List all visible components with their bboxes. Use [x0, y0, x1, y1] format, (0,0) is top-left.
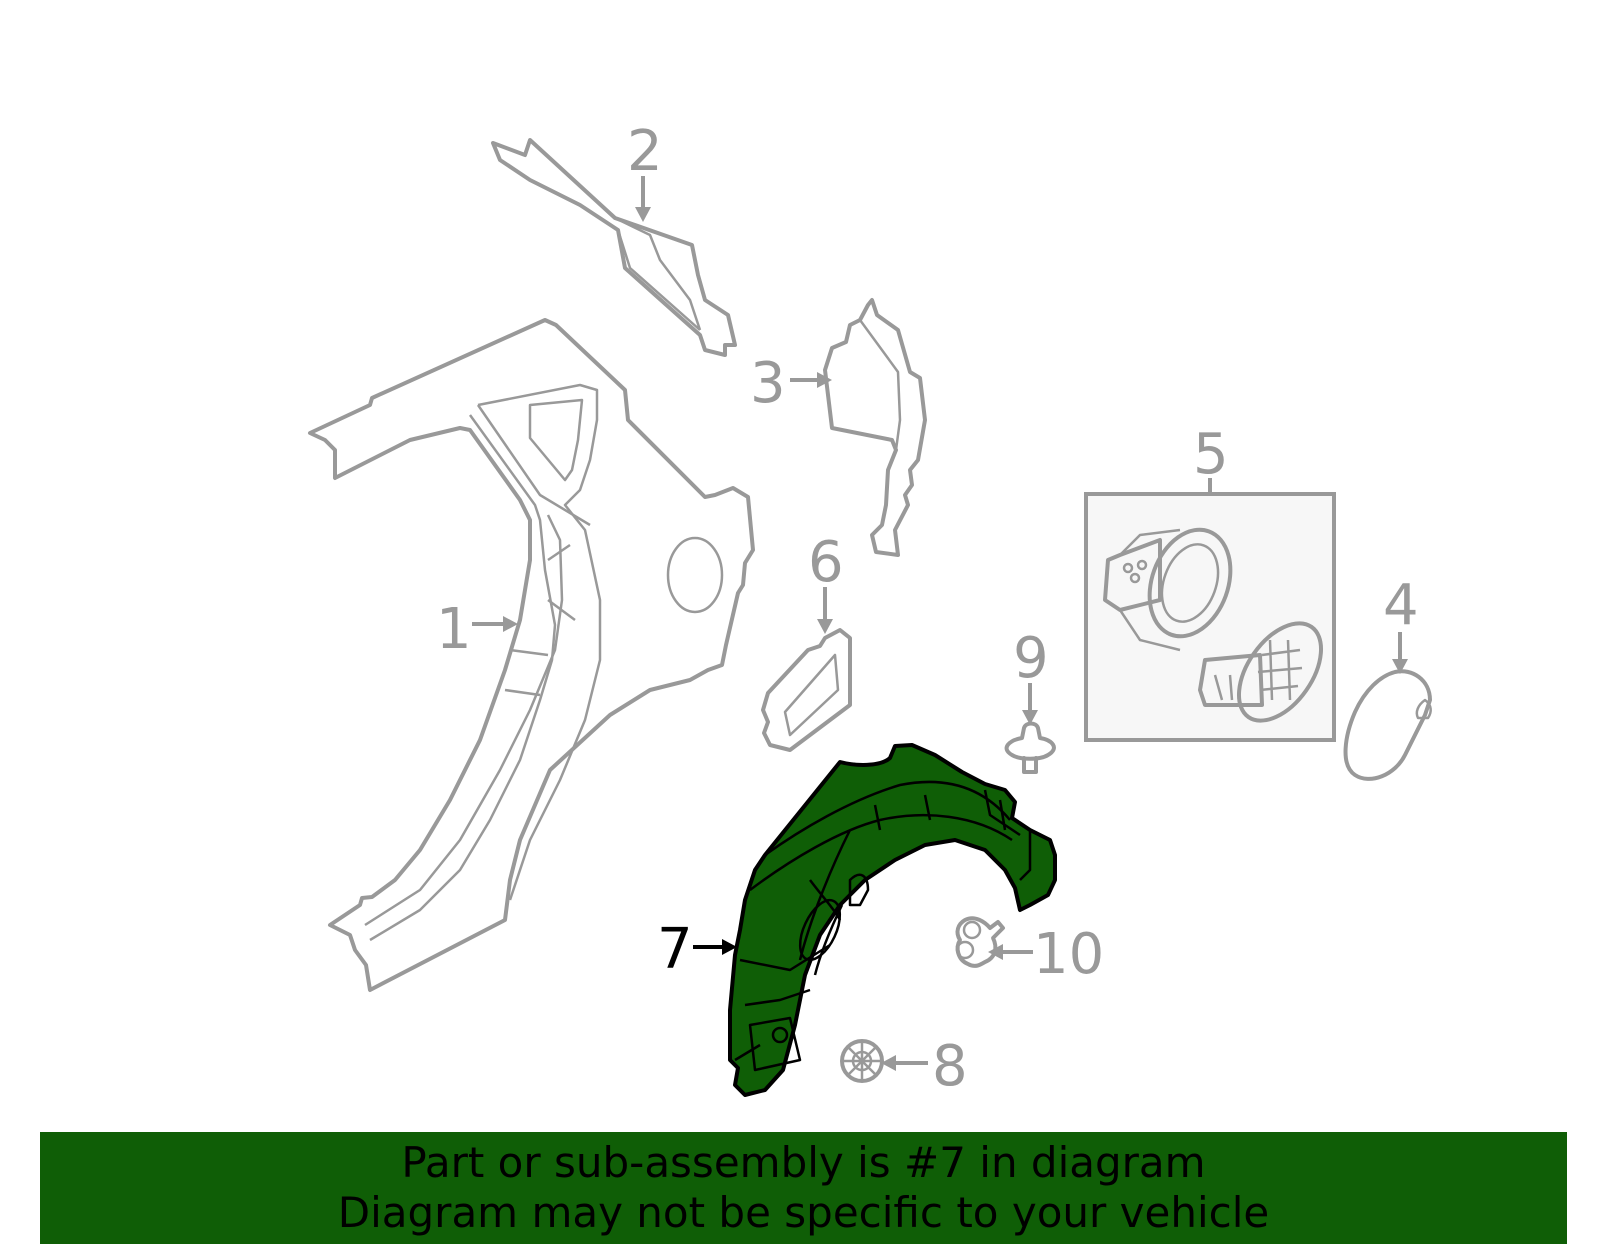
callout-10: 10 — [1033, 922, 1104, 987]
callout-9: 9 — [1013, 626, 1049, 691]
part-2-reinforcement[interactable] — [491, 138, 737, 357]
part-9-push-clip[interactable] — [1004, 721, 1056, 774]
callout-7: 7 — [657, 917, 693, 982]
info-banner: Part or sub-assembly is #7 in diagram Di… — [40, 1132, 1567, 1244]
callout-3: 3 — [750, 351, 786, 416]
callout-4: 4 — [1383, 573, 1419, 638]
part-5-fuel-filler-housing[interactable] — [1084, 478, 1338, 742]
callout-6: 6 — [808, 530, 844, 595]
callout-5: 5 — [1193, 422, 1229, 487]
callout-8: 8 — [932, 1034, 968, 1099]
callout-1: 1 — [436, 597, 472, 662]
part-6-bracket[interactable] — [761, 628, 852, 752]
banner-line-1: Part or sub-assembly is #7 in diagram — [401, 1138, 1206, 1187]
part-1-quarter-panel[interactable] — [308, 318, 755, 992]
part-8-grommet[interactable] — [840, 1039, 884, 1083]
part-7-wheelhouse-liner[interactable] — [728, 743, 1057, 1097]
callout-arrows — [472, 176, 1408, 1071]
part-4-fuel-door[interactable] — [1343, 669, 1432, 781]
part-3-inner-panel[interactable] — [823, 298, 927, 557]
banner-line-2: Diagram may not be specific to your vehi… — [337, 1188, 1270, 1237]
part-10-clip[interactable] — [955, 916, 1005, 968]
callout-2: 2 — [627, 119, 663, 184]
